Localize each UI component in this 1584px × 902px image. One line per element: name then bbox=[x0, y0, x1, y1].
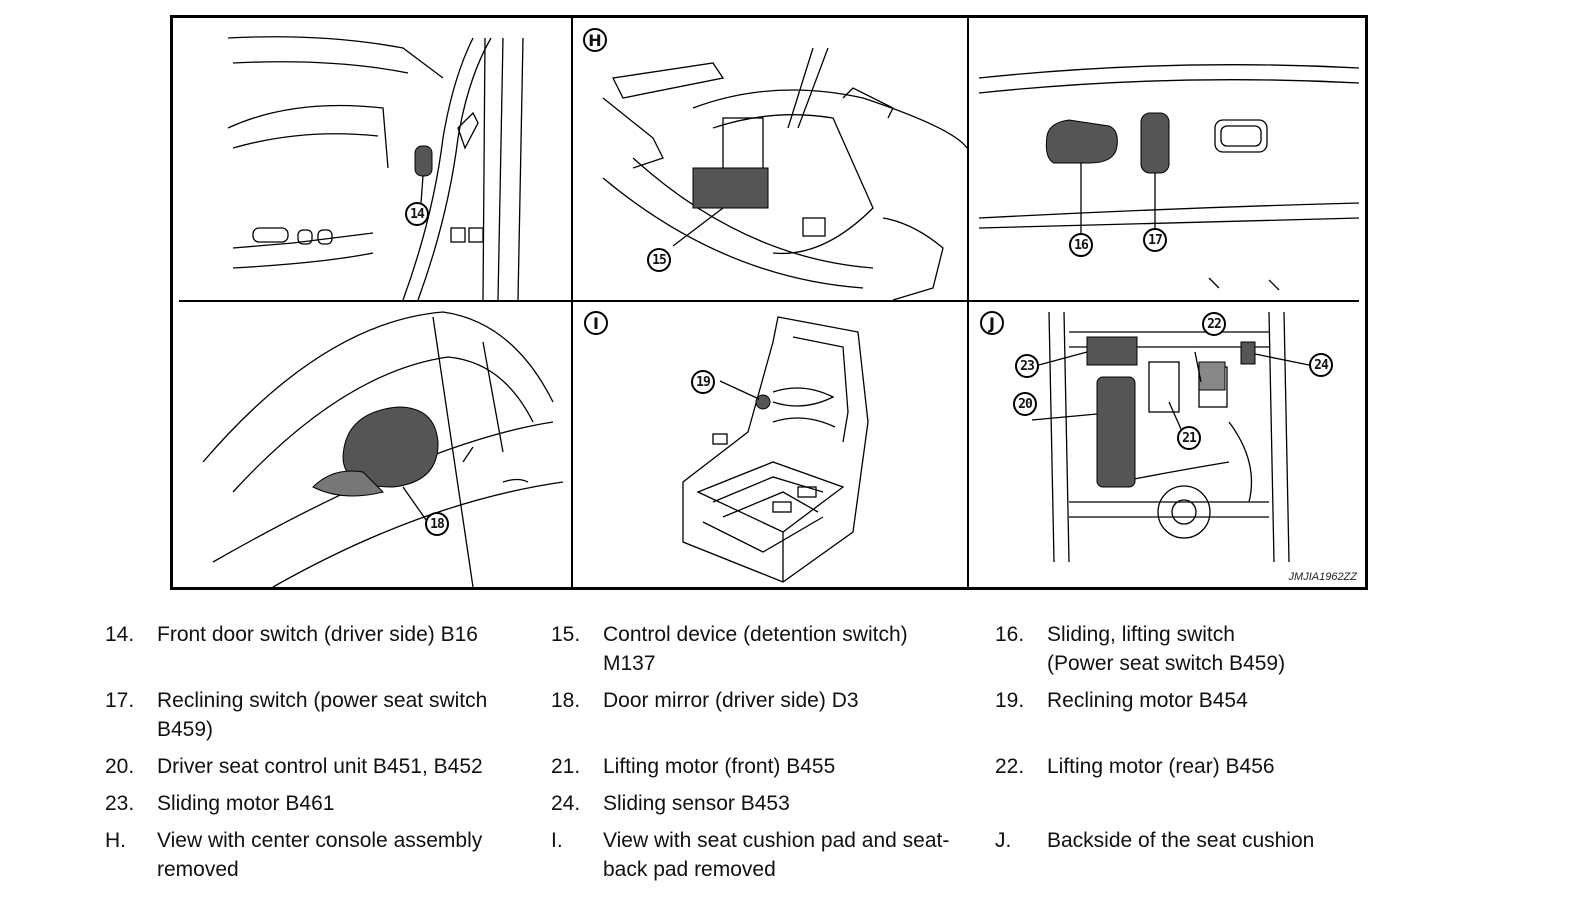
callout-23: 23 bbox=[1015, 354, 1039, 378]
callout-22: 22 bbox=[1202, 312, 1226, 336]
legend-text: Control device (detention switch) M137 bbox=[603, 623, 908, 675]
callout-19: 19 bbox=[691, 370, 715, 394]
legend-number: 14. bbox=[105, 623, 135, 646]
legend-text: Reclining switch (power seat switch B459… bbox=[157, 689, 488, 741]
component-location-figure: H I J 14 15 16 17 18 19 20 21 22 23 24 J… bbox=[170, 15, 1368, 590]
seat-frame-illustration bbox=[682, 316, 869, 583]
legend-number: 16. bbox=[995, 623, 1025, 646]
legend-number: 20. bbox=[105, 755, 135, 778]
callout-24: 24 bbox=[1309, 353, 1333, 377]
legend-number: 22. bbox=[995, 755, 1025, 778]
legend-text: Front door switch (driver side) B16 bbox=[157, 623, 478, 646]
legend-text: Sliding, lifting switch (Power seat swit… bbox=[1047, 623, 1286, 675]
legend-text: Sliding sensor B453 bbox=[603, 792, 790, 815]
legend-text: Sliding motor B461 bbox=[157, 792, 335, 815]
callout-16: 16 bbox=[1069, 233, 1093, 257]
panel-divider-vertical-2 bbox=[967, 18, 969, 587]
legend-text: Lifting motor (front) B455 bbox=[603, 755, 836, 778]
seat-cushion-underside-illustration bbox=[1031, 311, 1310, 563]
panel-seat-switches bbox=[969, 18, 1368, 300]
panel-view-h bbox=[573, 18, 967, 300]
legend-text: Backside of the seat cushion bbox=[1047, 829, 1315, 852]
legend-number: J. bbox=[995, 829, 1012, 852]
panel-door-switch bbox=[173, 18, 571, 300]
callout-14: 14 bbox=[405, 202, 429, 226]
door-switch-illustration bbox=[227, 36, 524, 300]
legend-text: View with seat cushion pad and seat- bac… bbox=[603, 829, 950, 881]
view-letter-i: I bbox=[584, 311, 608, 335]
legend-number: 21. bbox=[551, 755, 581, 778]
figure-code: JMJIA1962ZZ bbox=[1288, 571, 1357, 583]
panel-divider-horizontal bbox=[179, 300, 1359, 302]
legend-number: 18. bbox=[551, 689, 581, 712]
panel-divider-vertical-1 bbox=[571, 18, 573, 587]
view-letter-j: J bbox=[980, 311, 1004, 335]
control-device-illustration bbox=[602, 47, 967, 300]
panel-view-i bbox=[573, 302, 967, 587]
panel-view-j bbox=[969, 302, 1368, 587]
legend-number: 24. bbox=[551, 792, 581, 815]
legend-number: 15. bbox=[551, 623, 581, 646]
panel-door-mirror bbox=[173, 302, 571, 587]
legend-text: View with center console assembly remove… bbox=[157, 829, 483, 881]
callout-21: 21 bbox=[1177, 426, 1201, 450]
legend-text: Door mirror (driver side) D3 bbox=[603, 689, 859, 712]
seat-switch-illustration bbox=[978, 64, 1360, 291]
legend-number: H. bbox=[105, 829, 126, 852]
legend-text: Driver seat control unit B451, B452 bbox=[157, 755, 483, 778]
legend-text: Reclining motor B454 bbox=[1047, 689, 1248, 712]
callout-18: 18 bbox=[425, 512, 449, 536]
legend-number: 19. bbox=[995, 689, 1025, 712]
door-mirror-illustration bbox=[202, 311, 564, 587]
legend-number: 17. bbox=[105, 689, 135, 712]
callout-15: 15 bbox=[647, 248, 671, 272]
legend-number: I. bbox=[551, 829, 563, 852]
callout-20: 20 bbox=[1013, 392, 1037, 416]
callout-17: 17 bbox=[1143, 228, 1167, 252]
legend-text: Lifting motor (rear) B456 bbox=[1047, 755, 1275, 778]
view-letter-h: H bbox=[583, 28, 607, 52]
legend-number: 23. bbox=[105, 792, 135, 815]
